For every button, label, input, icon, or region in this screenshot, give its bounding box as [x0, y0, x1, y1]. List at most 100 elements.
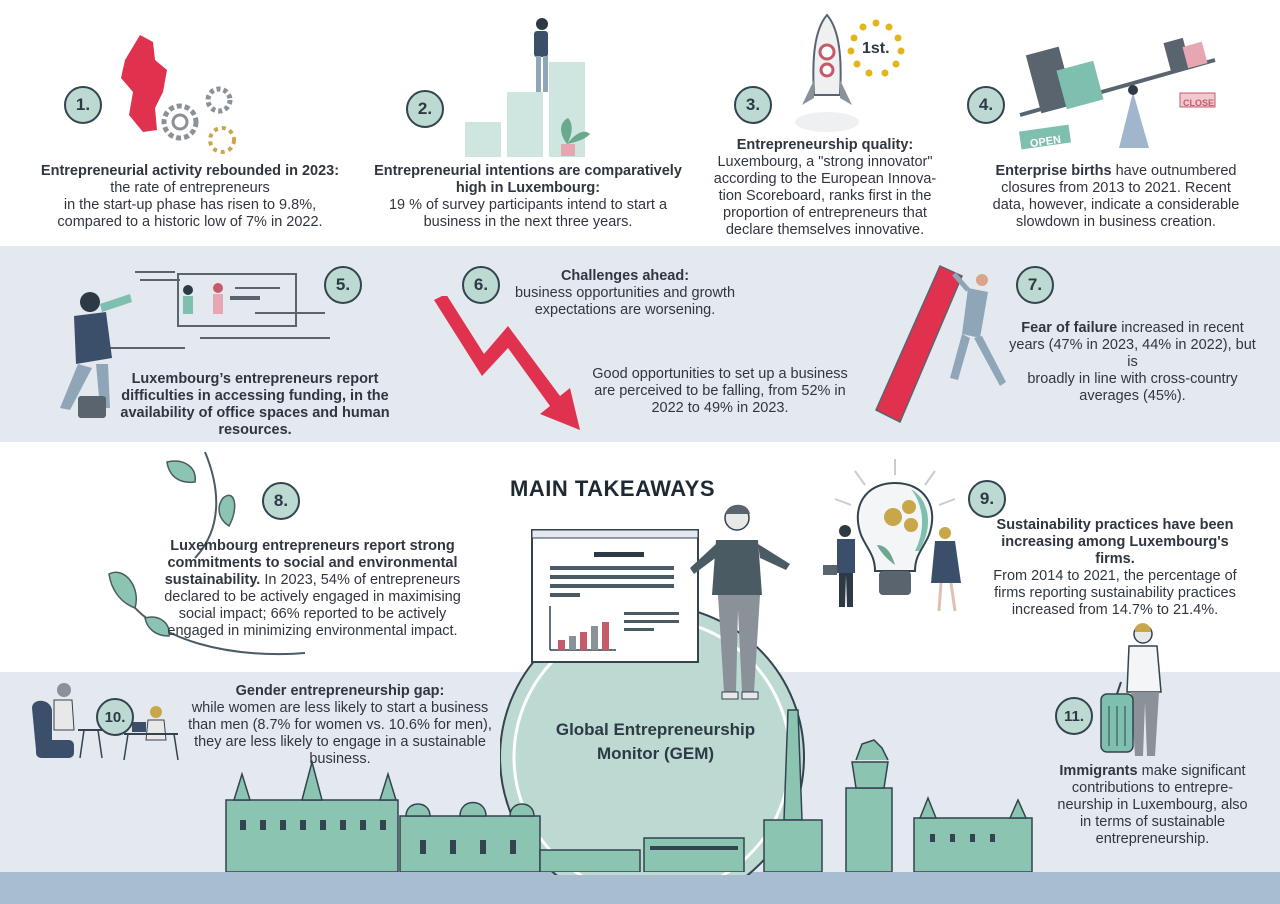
item-2-heading: high in Luxembourg: — [455, 180, 601, 196]
falling-arrow-icon — [434, 296, 580, 430]
item-3-line: declare themselves innovative. — [725, 222, 925, 238]
item-9-heading: increasing among Luxembourg's firms. — [1001, 534, 1229, 567]
item-11-line: neurship in Luxembourg, also — [1057, 797, 1248, 813]
item-6-detail: Good opportunities to set up a business … — [580, 366, 860, 417]
falling-bar-person-icon — [875, 265, 1006, 424]
leaf-branch-icon — [108, 451, 306, 656]
item-8-line: social impact; 66% reported to be active… — [178, 606, 447, 622]
item-6-detail-line: Good opportunities to set up a business — [592, 366, 848, 382]
item-2-line: 19 % of survey participants intend to st… — [388, 197, 668, 213]
item-11-text: Immigrants make significant contribution… — [1045, 763, 1260, 848]
lightbulb-team-icon — [823, 459, 961, 612]
rocket-icon — [795, 13, 859, 132]
item-11-line: entrepreneurship. — [1095, 831, 1210, 847]
item-1-heading: Entrepreneurial activity rebounded in 20… — [40, 163, 340, 179]
item-7-number-badge: 7. — [1016, 266, 1054, 304]
item-10-line: while women are less likely to start a b… — [191, 700, 489, 716]
item-8-line: declared to be actively engaged in maxim… — [164, 589, 461, 605]
item-4-line: data, however, indicate a considerable — [992, 197, 1240, 213]
page-title: MAIN TAKEAWAYS — [510, 476, 716, 501]
seesaw-buildings-icon — [1018, 37, 1216, 150]
item-4-heading: Enterprise births — [995, 163, 1112, 179]
item-3-line: according to the European Innova- — [713, 171, 937, 187]
item-8-heading: Luxembourg entrepreneurs report strong — [170, 538, 455, 554]
item-8-number-badge: 8. — [262, 482, 300, 520]
item-1-text: Entrepreneurial activity rebounded in 20… — [30, 163, 350, 231]
item-11-line: make significant — [1141, 763, 1246, 779]
item-4-line: closures from 2013 to 2021. Recent — [1001, 180, 1231, 196]
ground-strip — [0, 872, 1280, 904]
item-9-number-badge: 9. — [968, 480, 1006, 518]
item-9-line: increased from 14.7% to 21.4%. — [1011, 602, 1219, 618]
presentation-board-icon — [531, 529, 699, 663]
item-8-heading: sustainability. — [164, 572, 261, 588]
item-6-line: business opportunities and growth — [514, 285, 736, 301]
item-1-number-badge: 1. — [64, 86, 102, 124]
city-skyline-illustration — [225, 709, 1033, 872]
bar-steps-icon — [465, 18, 590, 157]
item-4-line: slowdown in business creation. — [1016, 214, 1216, 230]
item-8-line: engaged in minimizing environmental impa… — [167, 623, 458, 639]
gem-label-line: Monitor (GEM) — [596, 744, 715, 763]
workers-at-desks-icon — [32, 683, 179, 761]
gem-label: Global Entrepreneurship Monitor (GEM) — [538, 718, 773, 766]
item-5-line: difficulties in accessing funding, in th… — [121, 388, 389, 404]
item-4-line: have outnumbered — [1115, 163, 1237, 179]
item-3-line: Luxembourg, a "strong innovator" — [717, 154, 933, 170]
item-9-line: firms reporting sustainability practices — [994, 585, 1236, 601]
item-11-line: in terms of sustainable — [1079, 814, 1226, 830]
item-4-number-badge: 4. — [967, 86, 1005, 124]
item-10-line: business. — [309, 751, 371, 767]
item-7-line: increased in recent — [1121, 320, 1244, 336]
item-7-line: years (47% in 2023, 44% in 2022), but is — [1009, 337, 1256, 370]
item-6-detail-line: are perceived to be falling, from 52% in — [594, 383, 846, 399]
item-5-line: availability of office spaces and human — [120, 405, 390, 421]
item-6-number-badge: 6. — [462, 266, 500, 304]
item-3-number-badge: 3. — [734, 86, 772, 124]
rank-label: 1st. — [862, 40, 890, 57]
item-5-text: Luxembourg’s entrepreneurs report diffic… — [110, 371, 400, 439]
item-2-heading: Entrepreneurial intentions are comparati… — [374, 163, 682, 179]
item-10-text: Gender entrepreneurship gap: while women… — [180, 683, 500, 768]
item-5-line: resources. — [218, 422, 292, 438]
item-3-heading: Entrepreneurship quality: — [736, 137, 914, 153]
item-10-number-badge: 10. — [96, 698, 134, 736]
close-sign-label: CLOSE — [1183, 98, 1215, 108]
gem-label-line: Global Entrepreneurship — [555, 720, 756, 739]
item-7-text: Fear of failure increased in recent year… — [1005, 320, 1260, 405]
luxembourg-map-icon — [121, 35, 236, 154]
row-band-top — [0, 246, 1280, 442]
item-9-text: Sustainability practices have been incre… — [980, 517, 1250, 619]
item-3-text: Entrepreneurship quality: Luxembourg, a … — [700, 137, 950, 239]
item-3-line: tion Scoreboard, ranks first in the — [718, 188, 932, 204]
item-9-line: From 2014 to 2021, the percentage of — [993, 568, 1237, 584]
item-6-detail-line: 2022 to 49% in 2023. — [651, 400, 789, 416]
stars-ring-icon — [847, 19, 905, 77]
traveler-suitcase-icon — [1100, 623, 1162, 756]
item-3-line: proportion of entrepreneurs that — [723, 205, 927, 221]
item-6-line: expectations are worsening. — [534, 302, 716, 318]
item-8-text: Luxembourg entrepreneurs report strong c… — [150, 538, 475, 640]
item-10-line: than men (8.7% for women vs. 10.6% for m… — [188, 717, 492, 733]
item-9-heading: Sustainability practices have been — [996, 517, 1234, 533]
item-2-number-badge: 2. — [406, 90, 444, 128]
item-1-line: in the start-up phase has risen to 9.8%, — [63, 197, 317, 213]
item-5-line: Luxembourg’s entrepreneurs report — [131, 371, 379, 387]
presenter-person-icon — [690, 504, 790, 700]
item-11-number-badge: 11. — [1055, 697, 1093, 735]
item-1-line: compared to a historic low of 7% in 2022… — [57, 214, 323, 230]
item-1-line: the rate of entrepreneurs — [110, 180, 270, 196]
item-5-number-badge: 5. — [324, 266, 362, 304]
item-10-line: they are less likely to engage in a sust… — [194, 734, 486, 750]
item-6-text: Challenges ahead: business opportunities… — [500, 268, 750, 319]
item-11-line: contributions to entrepre- — [1071, 780, 1234, 796]
item-8-line: In 2023, 54% of entrepreneurs — [264, 572, 461, 588]
item-7-line: averages (45%). — [1079, 388, 1186, 404]
item-2-line: business in the next three years. — [423, 214, 633, 230]
item-4-text: Enterprise births have outnumbered closu… — [980, 163, 1252, 231]
item-11-heading: Immigrants — [1059, 763, 1138, 779]
item-6-heading: Challenges ahead: — [560, 268, 690, 284]
item-8-heading: commitments to social and environmental — [167, 555, 458, 571]
item-7-heading: Fear of failure — [1021, 320, 1118, 336]
item-7-line: broadly in line with cross-country — [1027, 371, 1238, 387]
